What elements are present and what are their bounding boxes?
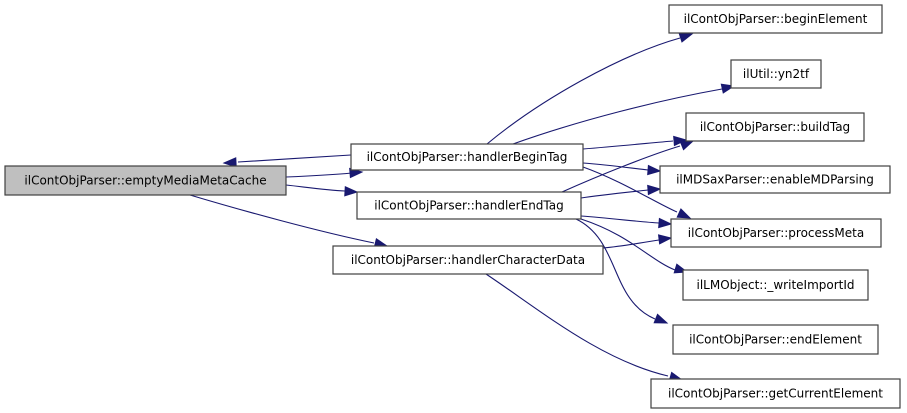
edge-line (582, 166, 678, 213)
node-emptyMediaMetaCache[interactable]: ilContObjParser::emptyMediaMetaCache (4, 165, 287, 196)
node-box[interactable] (672, 324, 879, 355)
edge-handlerBeginTag-to-buildTag (582, 135, 688, 150)
arrowhead-icon (647, 184, 662, 196)
edge-line (580, 218, 676, 271)
edge-handlerCharacterData-to-getCurrentElement (485, 273, 684, 382)
node-box[interactable] (350, 143, 584, 171)
edge-line (512, 88, 723, 145)
edge-handlerBeginTag-to-enableMDParsing (582, 162, 662, 176)
edge-line (285, 184, 346, 192)
node-label: ilContObjParser::handlerCharacterData (351, 253, 585, 267)
node-getCurrentElement[interactable]: ilContObjParser::getCurrentElement (650, 378, 901, 409)
edge-handlerEndTag-to-endElement (575, 218, 669, 324)
edge-line (575, 218, 656, 320)
edge-emptyMediaMetaCache-to-handlerCharacterData (189, 194, 389, 249)
arrowhead-icon (679, 140, 695, 151)
arrowhead-icon (653, 313, 669, 324)
node-label: ilLMObject::_writeImportId (696, 278, 854, 292)
node-box[interactable] (650, 378, 901, 409)
edge-line (582, 162, 649, 171)
edge-handlerEndTag-to-enableMDParsing (580, 184, 662, 199)
arrowhead-icon (678, 32, 694, 43)
edge-line (237, 154, 352, 163)
arrowhead-icon (222, 157, 237, 168)
node-label: ilMDSaxParser::enableMDParsing (676, 173, 874, 187)
edge-handlerBeginTag-to-emptyMediaMetaCache (222, 154, 352, 168)
node-processMeta[interactable]: ilContObjParser::processMeta (670, 218, 882, 248)
node-box[interactable] (670, 218, 882, 248)
node-box[interactable] (4, 165, 287, 196)
node-label: ilUtil::yn2tf (743, 67, 810, 81)
node-label: ilContObjParser::handlerEndTag (374, 199, 563, 213)
edge-line (189, 194, 375, 244)
edge-emptyMediaMetaCache-to-handlerEndTag (285, 184, 359, 197)
node-box[interactable] (659, 165, 891, 194)
node-label: ilContObjParser::handlerBeginTag (367, 150, 568, 164)
node-handlerBeginTag[interactable]: ilContObjParser::handlerBeginTag (350, 143, 584, 171)
node-label: ilContObjParser::getCurrentElement (668, 387, 883, 401)
nodes-layer: ilContObjParser::emptyMediaMetaCacheilCo… (4, 4, 901, 409)
node-box[interactable] (730, 59, 822, 89)
edge-handlerBeginTag-to-processMeta (582, 166, 692, 219)
node-label: ilContObjParser::endElement (689, 333, 862, 347)
node-label: ilContObjParser::processMeta (688, 226, 864, 240)
arrowhead-icon (658, 217, 673, 229)
node-box[interactable] (332, 245, 604, 275)
node-endElement[interactable]: ilContObjParser::endElement (672, 324, 879, 355)
node-handlerEndTag[interactable]: ilContObjParser::handlerEndTag (356, 191, 582, 220)
edge-line (485, 273, 669, 377)
edge-handlerCharacterData-to-processMeta (602, 234, 673, 249)
node-beginElement[interactable]: ilContObjParser::beginElement (668, 4, 883, 34)
node-buildTag[interactable]: ilContObjParser::buildTag (685, 112, 865, 142)
arrowhead-icon (344, 186, 359, 197)
node-enableMDParsing[interactable]: ilMDSaxParser::enableMDParsing (659, 165, 891, 194)
node-yn2tf[interactable]: ilUtil::yn2tf (730, 59, 822, 89)
edge-line (582, 140, 674, 150)
arrowhead-icon (657, 234, 673, 245)
node-label: ilContObjParser::beginElement (684, 12, 868, 26)
node-writeImportId[interactable]: ilLMObject::_writeImportId (682, 269, 869, 301)
edge-line (580, 215, 660, 224)
edge-line (602, 239, 660, 249)
node-label: ilContObjParser::emptyMediaMetaCache (24, 174, 266, 188)
edge-line (486, 37, 681, 145)
arrowhead-icon (676, 208, 692, 219)
edge-handlerEndTag-to-processMeta (580, 215, 673, 229)
node-box[interactable] (685, 112, 865, 142)
node-box[interactable] (356, 191, 582, 220)
node-handlerCharacterData[interactable]: ilContObjParser::handlerCharacterData (332, 245, 604, 275)
edge-handlerEndTag-to-buildTag (561, 140, 695, 193)
arrowhead-icon (647, 164, 662, 176)
edge-line (285, 172, 353, 178)
edge-handlerBeginTag-to-beginElement (486, 32, 694, 145)
edge-line (580, 189, 649, 199)
edges-layer (189, 32, 736, 382)
node-box[interactable] (682, 269, 869, 301)
node-box[interactable] (668, 4, 883, 34)
node-label: ilContObjParser::buildTag (700, 120, 850, 134)
edge-line (561, 145, 681, 193)
